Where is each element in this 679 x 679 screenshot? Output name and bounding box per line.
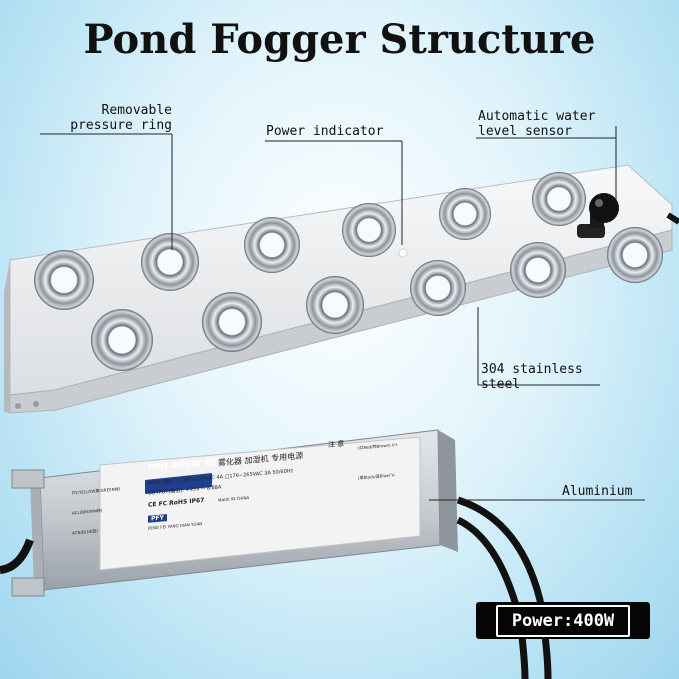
fogger-cable <box>666 212 679 225</box>
callout-aluminium: Aluminium <box>562 484 633 499</box>
callout-steel-line2: steel <box>481 377 521 392</box>
callout-pressure-ring: Removable pressure ring <box>56 103 172 133</box>
callout-pressure-ring-line1: Removable <box>101 103 172 118</box>
callout-steel-line1: 304 stainless <box>481 362 583 377</box>
callout-water-sensor-line1: Automatic water <box>478 109 596 124</box>
power-badge: Power:400W <box>476 602 650 639</box>
page-title: Pond Fogger Structure <box>83 16 596 63</box>
psu-model: PFH-400W 45V <box>148 457 224 474</box>
callout-water-sensor: Automatic water level sensor <box>478 109 595 139</box>
power-indicator-led <box>398 248 408 258</box>
power-badge-label: Power:400W <box>495 604 631 637</box>
psu-maker: PENG FEI YANG DIAN YUAN <box>148 521 203 531</box>
callout-power-indicator: Power indicator <box>266 124 384 139</box>
callout-pressure-ring-line2: pressure ring <box>70 118 172 133</box>
output-cable <box>456 496 552 679</box>
psu-notice: 注 意 <box>328 439 345 450</box>
psu-certs: CE FC RoHS IP67 <box>148 496 205 509</box>
input-cable <box>0 538 34 574</box>
callout-steel: 304 stainless steel <box>481 362 583 392</box>
psu-product-cn: 雾化器 加湿机 专用电源 <box>218 451 304 468</box>
psu-made-in: MADE IN CHINA <box>218 494 250 503</box>
power-supply <box>11 429 458 597</box>
callout-water-sensor-line2: level sensor <box>478 124 572 139</box>
psu-v-plus: (红Red/棕Brown) V+ <box>358 441 398 451</box>
psu-v-minus: (黑Black/蓝Blue) V- <box>358 472 396 481</box>
mist-heads <box>34 172 663 371</box>
psu-brand: PFY <box>148 514 167 523</box>
water-level-sensor <box>577 193 619 238</box>
